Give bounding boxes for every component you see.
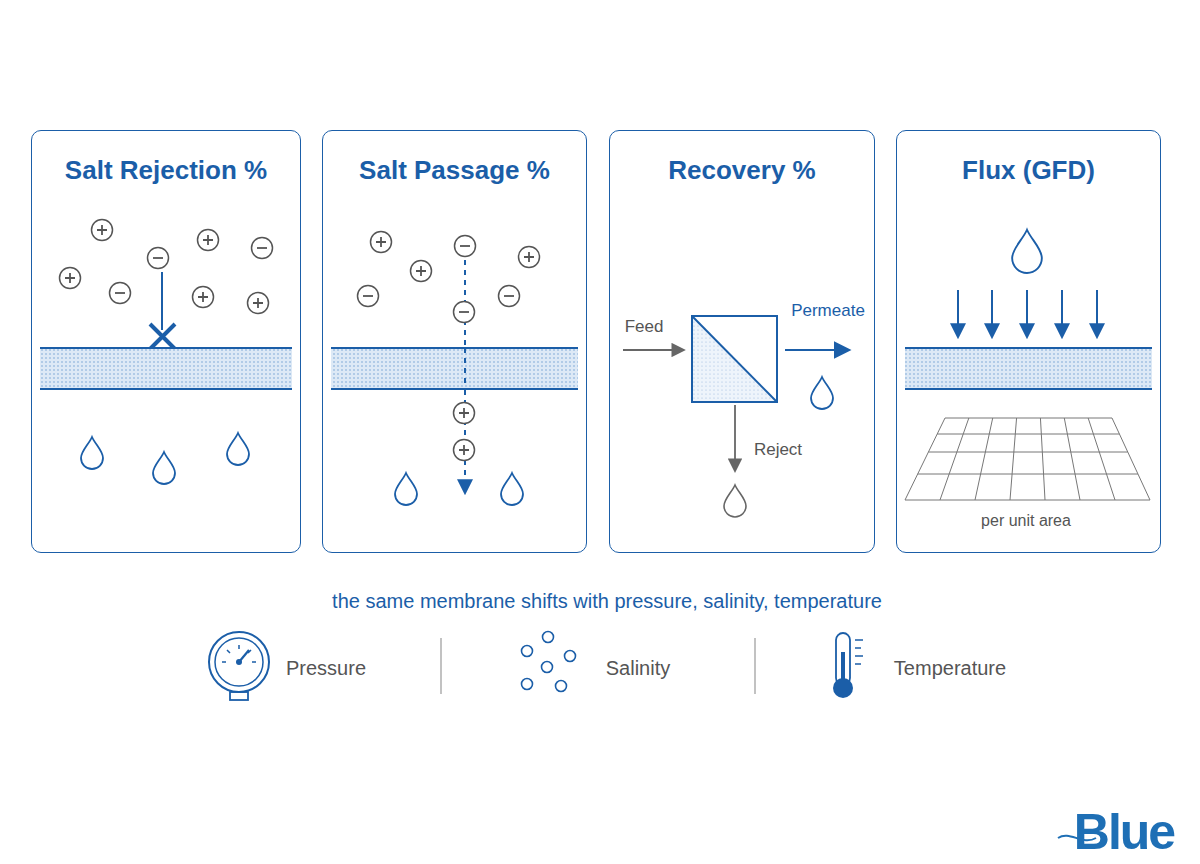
grid-line <box>905 418 945 500</box>
gauge-base <box>230 692 248 700</box>
thermometer-ticks <box>855 640 863 664</box>
thermometer-icon <box>836 633 850 685</box>
cation-symbol <box>60 268 81 289</box>
grid-line <box>1112 418 1150 500</box>
grid-line <box>905 500 1150 501</box>
module-diagonal <box>692 316 777 402</box>
permeate-arrow <box>785 349 848 351</box>
area-label: per unit area <box>981 512 1071 530</box>
water-drop <box>81 437 103 469</box>
reject-drop <box>724 485 746 517</box>
flow-label: Permeate <box>791 301 865 321</box>
block-cross <box>150 324 175 349</box>
reject-arrow <box>734 405 736 470</box>
salinity-icon <box>543 632 554 643</box>
anion-symbol <box>455 236 476 257</box>
factor-label: Salinity <box>606 657 670 680</box>
water-drop <box>501 473 523 505</box>
membrane-band <box>331 348 578 389</box>
flux-arrow <box>1026 290 1028 336</box>
grid-line <box>928 452 1127 453</box>
cation-symbol <box>454 403 475 424</box>
gauge-ticks <box>222 645 256 662</box>
thermometer-level <box>841 652 845 684</box>
area-grid <box>905 418 1150 500</box>
anion-symbol <box>110 283 131 304</box>
metric-panel: Recovery % <box>609 130 875 553</box>
grid-line <box>945 418 1112 419</box>
caption: the same membrane shifts with pressure, … <box>332 590 882 613</box>
grid-line <box>1010 418 1017 500</box>
cation-symbol <box>371 232 392 253</box>
module-fill <box>693 317 776 401</box>
divider <box>754 638 755 694</box>
cation-symbol <box>411 261 432 282</box>
grid-line <box>940 418 969 500</box>
salinity-icon <box>542 662 553 673</box>
salinity-icon <box>522 646 533 657</box>
panel-title: Recovery % <box>610 131 874 185</box>
flux-arrow <box>1061 290 1063 336</box>
membrane-module <box>692 316 777 402</box>
passage-arrow <box>464 348 466 389</box>
cation-symbol <box>454 440 475 461</box>
thermometer-bulb <box>833 678 853 698</box>
panel-title: Salt Rejection % <box>32 131 300 185</box>
cation-symbol <box>92 220 113 241</box>
blocked-arrow <box>161 272 163 330</box>
feed-arrow <box>623 349 683 351</box>
membrane-band <box>40 348 292 389</box>
flow-label: Reject <box>754 440 802 460</box>
gauge-hub <box>236 659 242 665</box>
factor-label: Pressure <box>286 657 366 680</box>
metric-panel: Salt Rejection % <box>31 130 301 553</box>
membrane-band <box>905 348 1152 389</box>
anion-symbol <box>252 238 273 259</box>
flux-arrow <box>1096 290 1098 336</box>
water-drop <box>395 473 417 505</box>
grid-line <box>1064 418 1080 500</box>
flow-label: Feed <box>625 317 664 337</box>
pressure-gauge <box>215 638 263 686</box>
panel-title: Flux (GFD) <box>897 131 1160 185</box>
grid-line <box>1040 418 1045 500</box>
water-drop <box>811 377 833 409</box>
flux-arrow <box>991 290 993 336</box>
anion-symbol <box>148 248 169 269</box>
gauge-needle <box>239 650 249 662</box>
metric-panel: Salt Passage % <box>322 130 587 553</box>
flux-arrow <box>957 290 959 336</box>
panel-title: Salt Passage % <box>323 131 586 185</box>
cation-symbol <box>198 230 219 251</box>
grid-line <box>937 434 1119 435</box>
cation-symbol <box>193 287 214 308</box>
salinity-icon <box>556 681 567 692</box>
brand-logo: Blue <box>1074 803 1174 861</box>
cation-symbol <box>519 247 540 268</box>
pressure-gauge <box>209 632 269 692</box>
water-drop <box>1012 230 1042 273</box>
anion-symbol <box>358 286 379 307</box>
membrane-edge <box>40 348 292 389</box>
grid-line <box>918 474 1138 475</box>
anion-symbol <box>499 286 520 307</box>
divider <box>440 638 441 694</box>
water-drop <box>153 452 175 484</box>
grid-line <box>975 418 993 500</box>
anion-symbol <box>454 302 475 323</box>
membrane-edge <box>331 348 578 389</box>
metric-panel: Flux (GFD) <box>896 130 1161 553</box>
water-drop <box>227 433 249 465</box>
passage-arrow <box>464 260 466 492</box>
membrane-edge <box>905 348 1152 389</box>
salinity-icon <box>522 679 533 690</box>
factor-label: Temperature <box>894 657 1006 680</box>
cation-symbol <box>248 293 269 314</box>
grid-line <box>1088 418 1115 500</box>
salinity-icon <box>565 651 576 662</box>
